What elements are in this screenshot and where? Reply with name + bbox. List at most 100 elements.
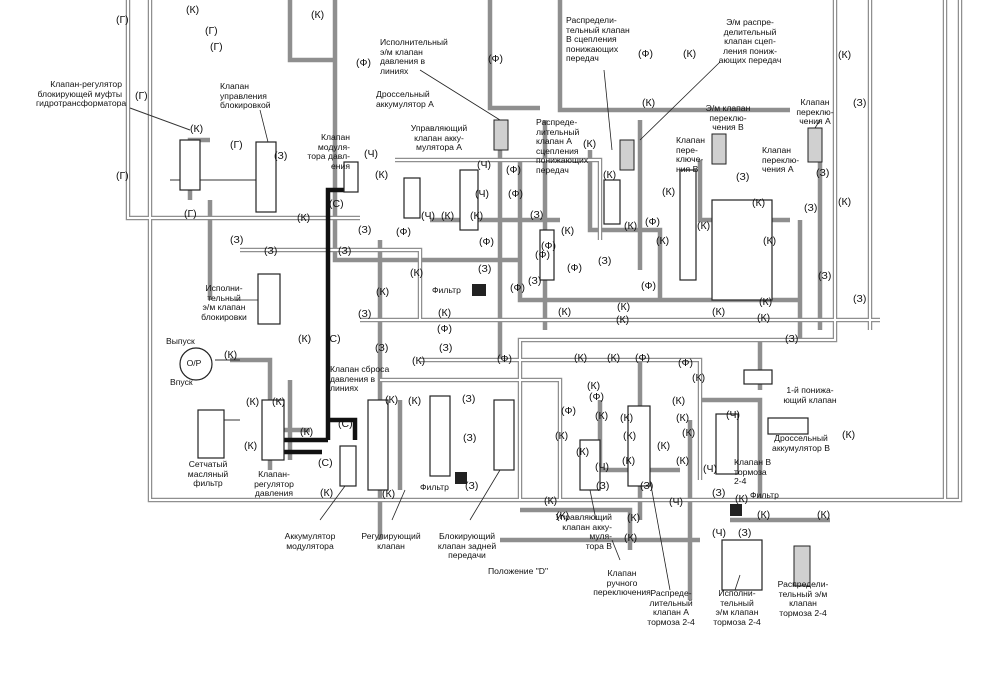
passage-marker: (К) <box>683 48 697 60</box>
passage-marker: (Г) <box>230 139 243 151</box>
label-control-acc-a: Управляющий клапан акку- мулятора А <box>410 123 468 153</box>
passage-marker: (К) <box>676 412 690 424</box>
passage-marker: (К) <box>620 412 634 424</box>
passage-marker: (З) <box>598 255 612 267</box>
passage-marker: (З) <box>358 224 372 236</box>
passage-marker: (К) <box>642 97 656 109</box>
passage-marker: (Ф) <box>437 323 452 335</box>
label-inlet: Впуск <box>170 377 193 387</box>
passage-marker: (З) <box>375 342 389 354</box>
passage-marker: (К) <box>311 9 325 21</box>
label-dist-b-down: Распредели- тельный клапан В сцепления п… <box>566 15 630 64</box>
passage-marker: (Ф) <box>635 352 650 364</box>
passage-marker: (К) <box>441 210 455 222</box>
passage-marker: (К) <box>470 210 484 222</box>
passage-marker: (К) <box>408 395 422 407</box>
passage-marker: (К) <box>190 123 204 135</box>
passage-marker: (З) <box>853 97 867 109</box>
label-shift-a-valve2: Клапан переклю- чения А <box>762 145 800 175</box>
passage-marker: (Г) <box>116 14 129 26</box>
label-lockup-em: Исполни- тельный э/м клапан блокировки <box>201 283 247 322</box>
passage-marker: (Ф) <box>638 48 653 60</box>
passage-marker: (К) <box>712 306 726 318</box>
label-modulator-acc: Аккумулятор модулятора <box>284 531 336 551</box>
label-manual-valve: Клапан ручного переключения <box>593 568 651 598</box>
label-line-actuator: Исполнительный э/м клапан давления в лин… <box>380 37 448 76</box>
passage-marker: (Ч) <box>477 159 491 171</box>
label-actuator-brake: Исполни- тельный э/м клапан тормоза 2-4 <box>713 588 761 627</box>
passage-marker: (З) <box>853 293 867 305</box>
passage-marker: (К) <box>556 510 570 522</box>
passage-marker: (Ч) <box>712 527 726 539</box>
passage-marker: (З) <box>712 487 726 499</box>
label-outlet: Выпуск <box>166 336 195 346</box>
passage-marker: (Ф) <box>561 405 576 417</box>
passage-marker: (Ф) <box>479 236 494 248</box>
passage-marker: (К) <box>682 427 696 439</box>
label-em-dist-down: Э/м распре- делительный клапан сцеп- лен… <box>718 17 782 66</box>
passage-marker: (К) <box>842 429 856 441</box>
passage-marker: (К) <box>759 296 773 308</box>
passage-marker: (Ф) <box>567 262 582 274</box>
passage-marker: (Ф) <box>396 226 411 238</box>
passage-marker: (Ф) <box>506 164 521 176</box>
passage-marker: (К) <box>817 509 831 521</box>
passage-marker: (Г) <box>135 90 148 102</box>
passage-marker: (К) <box>320 487 334 499</box>
passage-marker: (К) <box>412 355 426 367</box>
passage-marker: (К) <box>603 169 617 181</box>
passage-marker: (К) <box>382 488 396 500</box>
label-dist-a-down: Распреде- лительный клапан А сцепления п… <box>536 117 589 175</box>
label-clutch-regulator: Клапан-регулятор блокирующей муфты гидро… <box>36 79 127 109</box>
passage-marker: (К) <box>224 349 238 361</box>
passage-marker: (З) <box>804 202 818 214</box>
passage-marker: (К) <box>375 169 389 181</box>
passage-marker: (З) <box>736 171 750 183</box>
passage-marker: (Ф) <box>356 57 371 69</box>
passage-marker: (Ч) <box>703 463 717 475</box>
passage-marker: (Ф) <box>508 188 523 200</box>
passage-marker: (З) <box>264 245 278 257</box>
valve-bodies <box>179 119 823 591</box>
passage-marker: (К) <box>576 446 590 458</box>
passage-marker: (Ф) <box>541 240 556 252</box>
label-dist-em-brake: Распредели- тельный э/м клапан тормоза 2… <box>777 579 829 618</box>
passage-marker: (З) <box>528 275 542 287</box>
passage-marker: (К) <box>438 307 452 319</box>
passage-marker: (З) <box>465 480 479 492</box>
passage-marker: (К) <box>607 352 621 364</box>
passage-marker: (К) <box>616 314 630 326</box>
passage-marker: (К) <box>574 352 588 364</box>
passage-marker: (К) <box>735 493 749 505</box>
passage-marker: (Ф) <box>645 216 660 228</box>
label-throttle-acc-a: Дроссельный аккумулятор А <box>376 89 434 109</box>
passage-marker: (Ч) <box>364 148 378 160</box>
passage-marker: (К) <box>838 196 852 208</box>
passage-marker: (К) <box>561 225 575 237</box>
passage-marker: (Ф) <box>535 249 550 261</box>
passage-marker: (К) <box>757 312 771 324</box>
passage-marker: (К) <box>627 512 641 524</box>
leader-lines <box>235 61 821 591</box>
passage-marker: (З) <box>530 209 544 221</box>
label-filter-3: Фильтр <box>420 482 449 492</box>
passage-marker: (Ф) <box>641 280 656 292</box>
passage-marker: (Г) <box>184 208 197 220</box>
passage-marker: (К) <box>624 220 638 232</box>
passage-marker: (Ф) <box>488 53 503 65</box>
passage-marker: (К) <box>757 509 771 521</box>
passage-marker: (К) <box>624 532 638 544</box>
passage-marker: (К) <box>385 394 399 406</box>
label-shift-b-valve: Клапан пере- ключе- ния В <box>676 135 705 174</box>
passage-marker: (К) <box>186 4 200 16</box>
label-pump: O/P <box>186 358 202 368</box>
passage-marker: (К) <box>617 301 631 313</box>
passage-marker: (К) <box>595 410 609 422</box>
passage-marker: (Ф) <box>497 353 512 365</box>
passage-marker: (К) <box>623 430 637 442</box>
passage-marker: (К) <box>622 455 636 467</box>
passage-marker: (З) <box>596 480 610 492</box>
passage-marker: (К) <box>676 455 690 467</box>
passage-marker: (З) <box>785 333 799 345</box>
label-regulating: Регулирующий клапан <box>361 531 421 551</box>
